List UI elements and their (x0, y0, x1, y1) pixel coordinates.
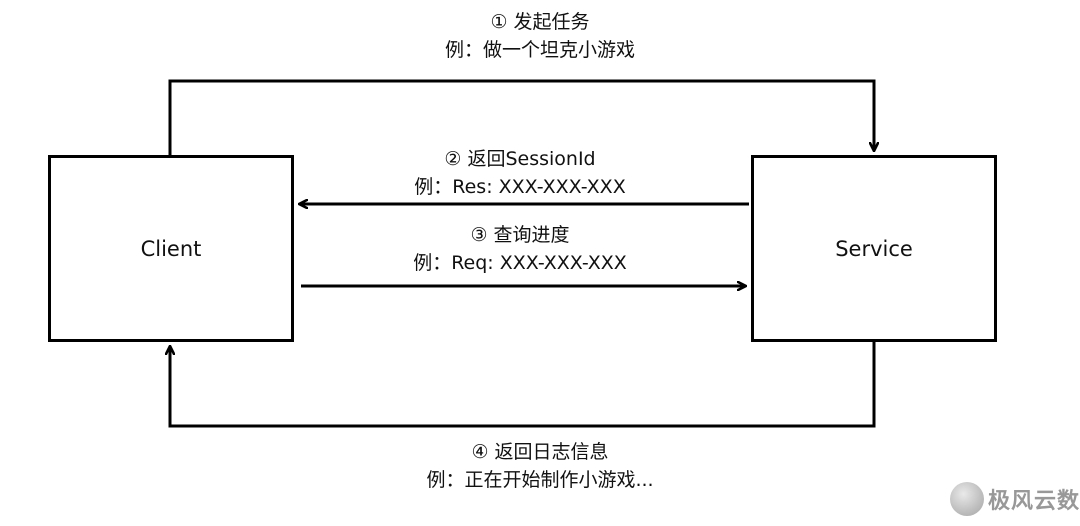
edge-1-start-task-arrow (168, 79, 874, 155)
edge-1-step: ① 发起任务 (490, 11, 590, 33)
edge-4-return-log-arrow (170, 342, 876, 428)
edge-2-label: ② 返回SessionId 例：Res: XXX-XXX-XXX (300, 145, 740, 201)
edge-4-example: 例：正在开始制作小游戏... (426, 469, 654, 491)
edge-1-label: ① 发起任务 例：做一个坦克小游戏 (320, 8, 760, 64)
edge-4-step: ④ 返回日志信息 (471, 441, 609, 463)
client-node: Client (48, 155, 294, 342)
watermark-text: 极风云数 (988, 489, 1080, 514)
edge-2-example: 例：Res: XXX-XXX-XXX (414, 176, 626, 198)
edge-3-step: ③ 查询进度 (470, 224, 570, 246)
service-node: Service (751, 155, 997, 342)
client-node-label: Client (140, 236, 202, 261)
edge-3-label: ③ 查询进度 例：Req: XXX-XXX-XXX (300, 221, 740, 277)
edge-3-example: 例：Req: XXX-XXX-XXX (413, 252, 627, 274)
watermark-logo-icon (950, 482, 984, 516)
edge-4-label: ④ 返回日志信息 例：正在开始制作小游戏... (320, 438, 760, 494)
edge-1-example: 例：做一个坦克小游戏 (444, 39, 635, 61)
edge-2-step: ② 返回SessionId (444, 148, 596, 170)
service-node-label: Service (835, 236, 913, 261)
watermark: 极风云数 (950, 482, 1080, 516)
